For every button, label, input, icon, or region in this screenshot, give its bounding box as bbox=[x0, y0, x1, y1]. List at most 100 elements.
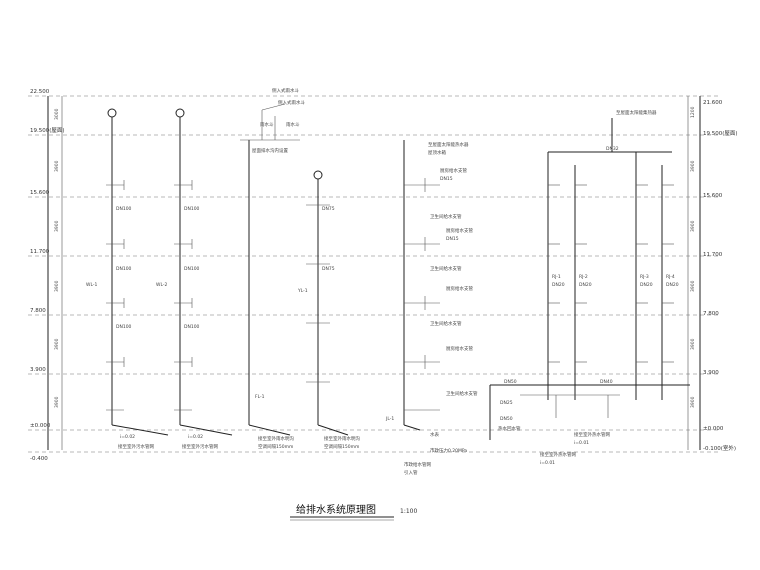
wl2-dn-3: DN100 bbox=[184, 324, 200, 330]
elev-left-4: 7.800 bbox=[30, 308, 46, 314]
jl-floor-8: 卫生间给水支管 bbox=[446, 390, 478, 397]
right-elevation-axis: 21.600 19.500(屋面) 15.600 11.700 7.800 3.… bbox=[687, 96, 738, 452]
yl-label: YL-1 bbox=[297, 288, 308, 294]
rl-dn-4: DN20 bbox=[666, 282, 679, 288]
dim-left-1: 3900 bbox=[54, 160, 60, 172]
elev-right-1: 19.500(屋面) bbox=[703, 130, 738, 137]
jl-pressure: 市政压力0.20MPa bbox=[430, 447, 467, 454]
wl1-outlet: 接至室外污水管网 bbox=[118, 443, 154, 450]
jl-bottom-1: 市政给水管网 bbox=[404, 461, 431, 468]
fl-roof-1: 雨水斗 bbox=[260, 121, 274, 128]
rl-bottom-2: 接至室外热水管网 bbox=[540, 451, 576, 458]
drawing-title-block: 给排水系统原理图 1:100 bbox=[290, 503, 417, 521]
drawing-scale: 1:100 bbox=[400, 508, 417, 515]
jl-label: JL-1 bbox=[385, 416, 394, 422]
rl-label-1: RJ-1 bbox=[552, 274, 561, 280]
yl-dn-2: DN75 bbox=[322, 266, 335, 272]
elev-left-7: -0.400 bbox=[30, 456, 48, 462]
wl2-dn-1: DN100 bbox=[184, 206, 200, 212]
rl-top-dn: DN32 bbox=[606, 146, 619, 152]
rl-label-4: RJ-4 bbox=[666, 274, 675, 280]
drawing-title: 给排水系统原理图 bbox=[296, 503, 376, 516]
yl-outlet: 接至室外雨水明沟 bbox=[324, 435, 360, 442]
jl-bottom-2: 引入管 bbox=[404, 469, 418, 476]
wl1-dn-1: DN100 bbox=[116, 206, 132, 212]
sewage-riser-2: DN100 DN100 DN100 WL-2 i=0.02 接至室外污水管网 bbox=[156, 108, 233, 450]
jl-floor-3: 厨房给水支管 bbox=[446, 227, 473, 234]
rl-label-3: RJ-3 bbox=[640, 274, 649, 280]
dim-right-3: 3900 bbox=[690, 280, 696, 292]
rl-top: 至屋面太阳能集热器 bbox=[616, 109, 657, 116]
jl-floor-5: 厨房给水支管 bbox=[446, 285, 473, 292]
elev-right-0: 21.600 bbox=[703, 100, 723, 106]
dim-right-4: 3900 bbox=[690, 338, 696, 350]
rl-dn-1: DN20 bbox=[552, 282, 565, 288]
rl-slope-2: i=0.01 bbox=[540, 460, 555, 466]
fl-roof-top-1: 侧入式雨水斗 bbox=[272, 87, 299, 94]
wl1-slope: i=0.02 bbox=[120, 434, 135, 440]
elev-right-5: 3.900 bbox=[703, 370, 719, 376]
wl2-slope: i=0.02 bbox=[188, 434, 203, 440]
dim-left-5: 3900 bbox=[54, 396, 60, 408]
jl-floor-1: 厨房给水支管 bbox=[440, 167, 467, 174]
rl-label-2: RJ-2 bbox=[579, 274, 588, 280]
rain-riser-fl: 侧入式雨水斗 侧入式雨水斗 屋面排水沟内设置 雨水斗 雨水斗 FL-1 接至室外… bbox=[240, 87, 305, 450]
jl-floor-6: 卫生间给水支管 bbox=[430, 320, 462, 327]
dim-left-0: 3000 bbox=[54, 108, 60, 120]
elev-right-7: -0.100(室外) bbox=[703, 444, 736, 452]
jl-meter: 水表 bbox=[430, 431, 439, 438]
yl-dn-1: DN75 bbox=[322, 206, 335, 212]
jl-floor-dn-2: DN15 bbox=[446, 236, 459, 242]
fl-note: 屋面排水沟内设置 bbox=[252, 147, 288, 154]
rl-bottom-3: 热水回水管 bbox=[498, 425, 521, 432]
fl-outlet-2: 空调间隔150mm bbox=[258, 443, 293, 450]
elev-left-3: 11.700 bbox=[30, 249, 50, 255]
jl-floor-4: 卫生间给水支管 bbox=[430, 265, 462, 272]
rl-pipe-2: DN40 bbox=[600, 379, 613, 385]
elev-right-4: 7.800 bbox=[703, 311, 719, 317]
dim-right-5: 3900 bbox=[690, 396, 696, 408]
elev-left-2: 15.600 bbox=[30, 190, 50, 196]
fl-roof-2: 雨水斗 bbox=[286, 121, 300, 128]
fl-label: FL-1 bbox=[255, 394, 265, 400]
rl-pipe-4: DN50 bbox=[500, 416, 513, 422]
jl-floor-dn-1: DN15 bbox=[440, 176, 453, 182]
wl2-label: WL-2 bbox=[156, 282, 168, 288]
jl-top-2: 屋顶水箱 bbox=[428, 149, 446, 156]
dim-left-4: 3900 bbox=[54, 338, 60, 350]
wl1-label: WL-1 bbox=[86, 282, 98, 288]
wl2-dn-2: DN100 bbox=[184, 266, 200, 272]
jl-floor-7: 厨房给水支管 bbox=[446, 345, 473, 352]
rl-bottom-1: 接至室外热水管网 bbox=[574, 431, 610, 438]
fl-outlet: 接至室外雨水明沟 bbox=[258, 435, 294, 442]
elev-left-5: 3.900 bbox=[30, 367, 46, 373]
rl-dn-2: DN20 bbox=[579, 282, 592, 288]
elev-left-1: 19.500(屋面) bbox=[30, 127, 65, 134]
sewage-riser-1: DN100 DN100 DN100 WL-1 i=0.02 接至室外污水管网 bbox=[86, 108, 169, 450]
rl-pipe-1: DN50 bbox=[504, 379, 517, 385]
rl-dn-3: DN20 bbox=[640, 282, 653, 288]
dim-left-3: 3900 bbox=[54, 280, 60, 292]
wl2-outlet: 接至室外污水管网 bbox=[182, 443, 218, 450]
wl1-dn-3: DN100 bbox=[116, 324, 132, 330]
rl-slope-1: i=0.01 bbox=[574, 440, 589, 446]
water-supply-riser-jl: 至屋面太阳能热水器 屋顶水箱 厨房给水支管 DN15 卫生间给水支管 厨房给水支… bbox=[385, 140, 478, 476]
jl-floor-2: 卫生间给水支管 bbox=[430, 213, 462, 220]
dim-left-2: 3900 bbox=[54, 220, 60, 232]
elev-left-0: 22.500 bbox=[30, 89, 50, 95]
jl-top-1: 至屋面太阳能热水器 bbox=[428, 141, 469, 148]
fl-roof-top-2: 侧入式雨水斗 bbox=[278, 99, 305, 106]
elev-right-2: 15.600 bbox=[703, 193, 723, 199]
yl-outlet-2: 空调间隔150mm bbox=[324, 443, 359, 450]
hot-water-system: 至屋面太阳能集热器 DN32 RJ-1 RJ-2 RJ-3 RJ-4 DN20 … bbox=[489, 109, 690, 466]
wl1-dn-2: DN100 bbox=[116, 266, 132, 272]
left-elevation-axis: 22.500 19.500(屋面) 15.600 11.700 7.800 3.… bbox=[28, 89, 720, 462]
dim-right-1: 3900 bbox=[690, 160, 696, 172]
elev-left-6: ±0.000 bbox=[30, 423, 51, 429]
elev-right-3: 11.700 bbox=[703, 252, 723, 258]
elev-right-6: ±0.000 bbox=[703, 426, 724, 432]
dim-right-0: 1200 bbox=[690, 106, 696, 118]
rain-riser-yl: DN75 DN75 YL-1 接至室外雨水明沟 空调间隔150mm bbox=[297, 170, 360, 450]
dim-right-2: 3900 bbox=[690, 220, 696, 232]
